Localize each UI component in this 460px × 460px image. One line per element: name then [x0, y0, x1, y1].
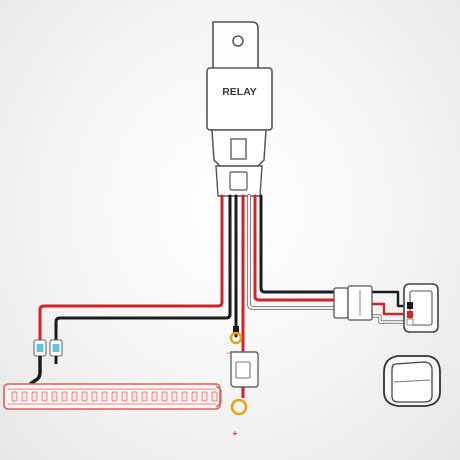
- light-bar-led-row: [11, 391, 218, 402]
- fuse-polarity-plus: +: [233, 429, 238, 438]
- wires: [38, 194, 412, 354]
- light-bar-led-0: [11, 391, 18, 402]
- light-bar-end-cap-right: [215, 385, 222, 408]
- light-bar-led-10: [111, 391, 118, 402]
- ground-ring: [229, 331, 243, 345]
- light-bar-led-2: [31, 391, 38, 402]
- rocker-switch-unplugged: [383, 355, 441, 407]
- relay: RELAY: [206, 21, 273, 197]
- spare-switch-divider: [393, 379, 431, 383]
- spare-switch-rocker: [391, 361, 433, 403]
- inline-fuse-holder: − +: [226, 348, 259, 438]
- wire-red-to-light-bar: [38, 194, 224, 344]
- light-bar-led-18: [191, 391, 198, 402]
- wire-white-to-switch: [247, 194, 338, 310]
- wire-switch-white: [371, 315, 411, 323]
- light-bar-led-1: [21, 391, 28, 402]
- light-bar-led-17: [181, 391, 188, 402]
- light-bar-led-19: [201, 391, 208, 402]
- switch-inline-connector: [333, 285, 373, 321]
- light-bar-led-11: [121, 391, 128, 402]
- switch-terminal-2: [407, 311, 413, 318]
- fuse-polarity-minus: −: [226, 348, 231, 358]
- light-bar-led-7: [81, 391, 88, 402]
- light-bar-led-6: [71, 391, 78, 402]
- light-bar-connectors: [29, 339, 63, 386]
- ground-ring-terminal: [229, 326, 243, 345]
- light-bar-led-8: [91, 391, 98, 402]
- ground-ring-crimp: [233, 326, 239, 334]
- light-bar-led-12: [131, 391, 138, 402]
- battery-ring: [230, 398, 248, 416]
- light-bar-led-14: [151, 391, 158, 402]
- switch-terminal-3: [406, 318, 414, 326]
- light-bar-led-5: [61, 391, 68, 402]
- connector-plug-left: [333, 287, 349, 319]
- light-bar-led-20: [211, 391, 218, 402]
- relay-label: RELAY: [222, 86, 257, 98]
- connector-black-tip: [52, 344, 60, 352]
- led-light-bar: [3, 383, 222, 410]
- light-bar-led-3: [41, 391, 48, 402]
- relay-body: [206, 67, 273, 131]
- wire-red-to-switch: [253, 194, 338, 302]
- light-bar-led-13: [141, 391, 148, 402]
- fuse-holder-cap: [235, 361, 251, 379]
- relay-socket-slot: [230, 138, 247, 160]
- light-bar-led-4: [51, 391, 58, 402]
- rocker-switch: [403, 283, 439, 333]
- wire-light-bar-lead: [29, 356, 42, 386]
- relay-socket-tab: [229, 171, 248, 191]
- relay-mounting-hole: [232, 35, 244, 47]
- wire-black-to-light-bar: [54, 194, 232, 344]
- light-bar-led-15: [161, 391, 168, 402]
- light-bar-led-16: [171, 391, 178, 402]
- switch-terminal-1: [407, 302, 413, 309]
- wire-black-to-switch: [259, 194, 338, 294]
- light-bar-led-9: [101, 391, 108, 402]
- connector-red-tip: [36, 344, 44, 352]
